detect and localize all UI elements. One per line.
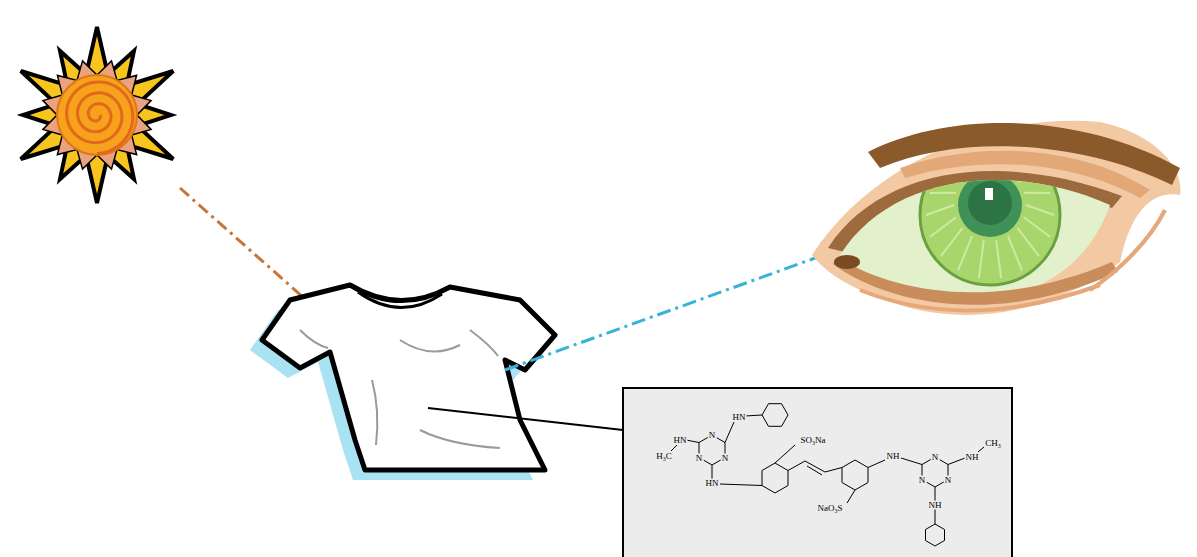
phenyl-ring bbox=[762, 404, 788, 427]
iris-ray bbox=[979, 152, 984, 170]
atom-label: N bbox=[931, 453, 940, 462]
shirt-collar bbox=[358, 292, 442, 308]
atom-label: NH bbox=[928, 501, 943, 510]
atom-label: N bbox=[721, 453, 730, 462]
structure-box: HNNNNHNH₃CHNSO₃NaNaO₃SNHNNNNHCH₃NH bbox=[622, 387, 1013, 557]
atom-label: NaO₃S bbox=[816, 504, 843, 513]
iris-ray bbox=[1018, 228, 1039, 256]
t-shirt bbox=[262, 285, 555, 470]
atom-label: HN bbox=[705, 479, 720, 488]
shirt-shading bbox=[470, 330, 498, 356]
eye-skin bbox=[812, 121, 1180, 315]
iris-ray bbox=[1024, 192, 1050, 194]
eye-outer-fold bbox=[1090, 210, 1165, 290]
sun-rays bbox=[21, 27, 173, 203]
eye-lower-fold bbox=[860, 285, 1100, 310]
atom-label: H₃C bbox=[655, 452, 673, 461]
leader-line bbox=[428, 408, 623, 430]
bond-lines bbox=[671, 415, 984, 524]
iris-ray bbox=[996, 240, 1001, 278]
phenyl-ring bbox=[926, 524, 945, 546]
structure-formula bbox=[624, 389, 1011, 557]
shirt-shading bbox=[420, 430, 500, 448]
sun-spiral bbox=[67, 82, 133, 154]
atom-label: NH bbox=[965, 453, 980, 462]
iris-ray bbox=[930, 192, 956, 194]
iris-ray bbox=[941, 174, 962, 182]
iris-ray bbox=[1026, 205, 1054, 215]
shirt-shading bbox=[372, 380, 377, 445]
iris-ray bbox=[1024, 217, 1050, 237]
atom-label: SO₃Na bbox=[799, 436, 826, 445]
pupil bbox=[968, 181, 1012, 225]
iris-ray bbox=[941, 228, 962, 256]
atom-label: N bbox=[918, 475, 927, 484]
sun-inner-rays bbox=[43, 61, 151, 169]
shirt-shading bbox=[400, 340, 460, 351]
sun-icon bbox=[21, 27, 173, 203]
iris-ray bbox=[930, 217, 956, 237]
sun-disc bbox=[57, 75, 137, 155]
tear-duct bbox=[834, 255, 860, 269]
reflected-light-ray bbox=[505, 257, 818, 370]
atom-label: HN bbox=[673, 436, 688, 445]
chemical-bonds bbox=[671, 404, 984, 546]
benzene-ring bbox=[842, 460, 868, 490]
atom-label: HN bbox=[732, 413, 747, 422]
iris-rays bbox=[926, 152, 1054, 278]
eye-icon bbox=[812, 121, 1180, 315]
eye-highlight bbox=[985, 188, 993, 200]
atom-label: N bbox=[695, 453, 704, 462]
shirt-shading bbox=[300, 330, 500, 448]
iris-ray bbox=[1018, 174, 1039, 182]
pupil-ring bbox=[958, 173, 1022, 237]
atom-label: NH bbox=[886, 452, 901, 461]
benzene-ring bbox=[762, 463, 788, 493]
iris bbox=[920, 145, 1060, 285]
shirt-shading bbox=[300, 330, 328, 348]
iris-ray bbox=[1008, 236, 1022, 270]
iris-ray bbox=[979, 240, 984, 278]
iris-ray bbox=[958, 236, 972, 270]
iris-ray bbox=[958, 160, 972, 174]
atom-label: N bbox=[944, 475, 953, 484]
atom-label: N bbox=[708, 431, 717, 440]
iris-ray bbox=[996, 152, 1001, 170]
iris-ray bbox=[926, 205, 954, 215]
atom-label: CH₃ bbox=[984, 439, 1002, 448]
iris-ray bbox=[1008, 160, 1022, 174]
iris-group bbox=[920, 145, 1060, 285]
